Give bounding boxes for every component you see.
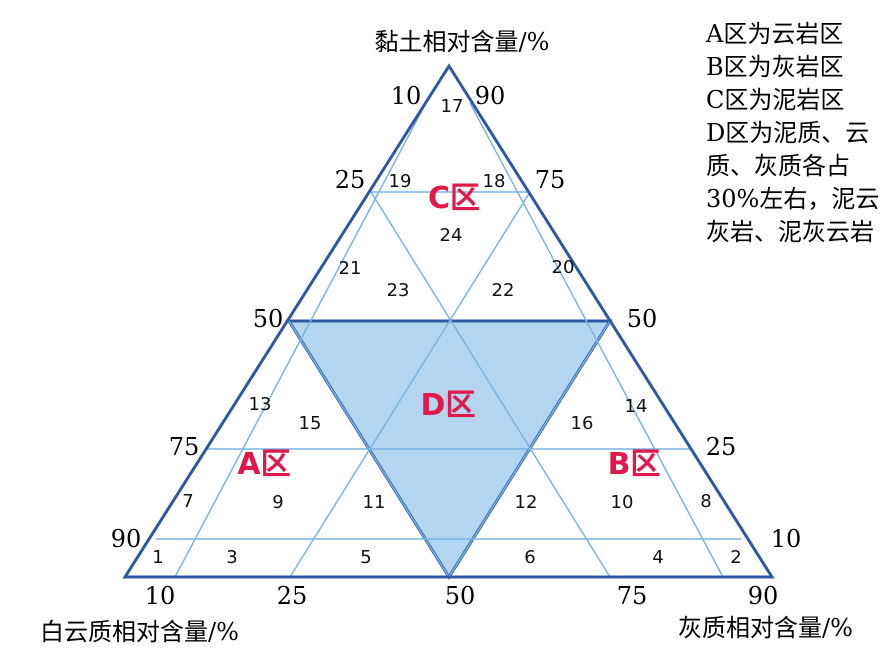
zone-label: 17 <box>441 96 464 117</box>
tick-bottom-75: 75 <box>617 582 648 610</box>
zone-label: 4 <box>652 547 663 568</box>
tick-right-10: 10 <box>771 525 802 553</box>
region-a-label: A区 <box>237 447 290 482</box>
tick-left-25: 25 <box>335 166 366 194</box>
line-r-50 <box>448 320 611 578</box>
region-d-label: D区 <box>421 388 476 423</box>
legend-item-d: D区为泥质、云质、灰质各占30%左右，泥云灰岩、泥灰云岩 <box>706 119 880 246</box>
tick-bottom-25: 25 <box>277 582 308 610</box>
tick-left-75: 75 <box>169 433 200 461</box>
tick-right-90: 90 <box>475 82 506 110</box>
zone-label: 2 <box>730 547 741 568</box>
zone-label: 22 <box>492 280 515 301</box>
tick-right-50: 50 <box>627 305 658 333</box>
zone-label: 6 <box>524 547 535 568</box>
zone-label: 3 <box>226 547 237 568</box>
top-axis-label: 黏土相对含量/% <box>375 28 550 56</box>
zone-label: 19 <box>389 171 412 192</box>
line-r-25 <box>289 191 531 578</box>
zone-label: 21 <box>339 258 362 279</box>
zone-label: 16 <box>571 413 594 434</box>
line-l-75 <box>370 191 611 578</box>
tick-left-90: 90 <box>111 525 142 553</box>
legend-item-b: B区为灰岩区 <box>706 53 844 81</box>
zone-label: 11 <box>363 492 386 513</box>
division-lines <box>156 102 741 578</box>
zone-label: 14 <box>625 396 648 417</box>
tick-bottom-50: 50 <box>445 582 476 610</box>
legend-item-a: A区为云岩区 <box>706 20 844 48</box>
tick-bottom-90: 90 <box>748 582 779 610</box>
zone-label: 15 <box>299 413 322 434</box>
zone-label: 12 <box>515 492 538 513</box>
zone-label: 13 <box>249 394 272 415</box>
outer-triangle <box>122 63 775 579</box>
zone-label: 20 <box>552 257 575 278</box>
legend-item-c: C区为泥岩区 <box>706 86 845 114</box>
zone-label: 7 <box>182 491 193 512</box>
zone-label: 8 <box>700 491 711 512</box>
tick-left-10: 10 <box>391 82 422 110</box>
zone-label: 1 <box>152 547 163 568</box>
tick-right-75: 75 <box>535 166 566 194</box>
line-l-50 <box>288 320 450 578</box>
zone-label: 18 <box>483 171 506 192</box>
region-c-label: C区 <box>428 181 480 216</box>
zone-label: 24 <box>440 225 463 246</box>
zone-label: 23 <box>387 280 410 301</box>
tick-left-50: 50 <box>253 305 284 333</box>
tick-bottom-10: 10 <box>145 582 176 610</box>
region-b-label: B区 <box>608 447 661 482</box>
tick-right-25: 25 <box>706 433 737 461</box>
zone-label: 10 <box>611 492 634 513</box>
left-axis-label: 白云质相对含量/% <box>40 618 239 646</box>
right-axis-label: 灰质相对含量/% <box>678 614 853 642</box>
legend: A区为云岩区 B区为灰岩区 C区为泥岩区 D区为泥质、云质、灰质各占30%左右，… <box>706 18 891 249</box>
zone-label: 9 <box>272 492 283 513</box>
zone-label: 5 <box>360 547 371 568</box>
line-l-90 <box>469 102 724 578</box>
